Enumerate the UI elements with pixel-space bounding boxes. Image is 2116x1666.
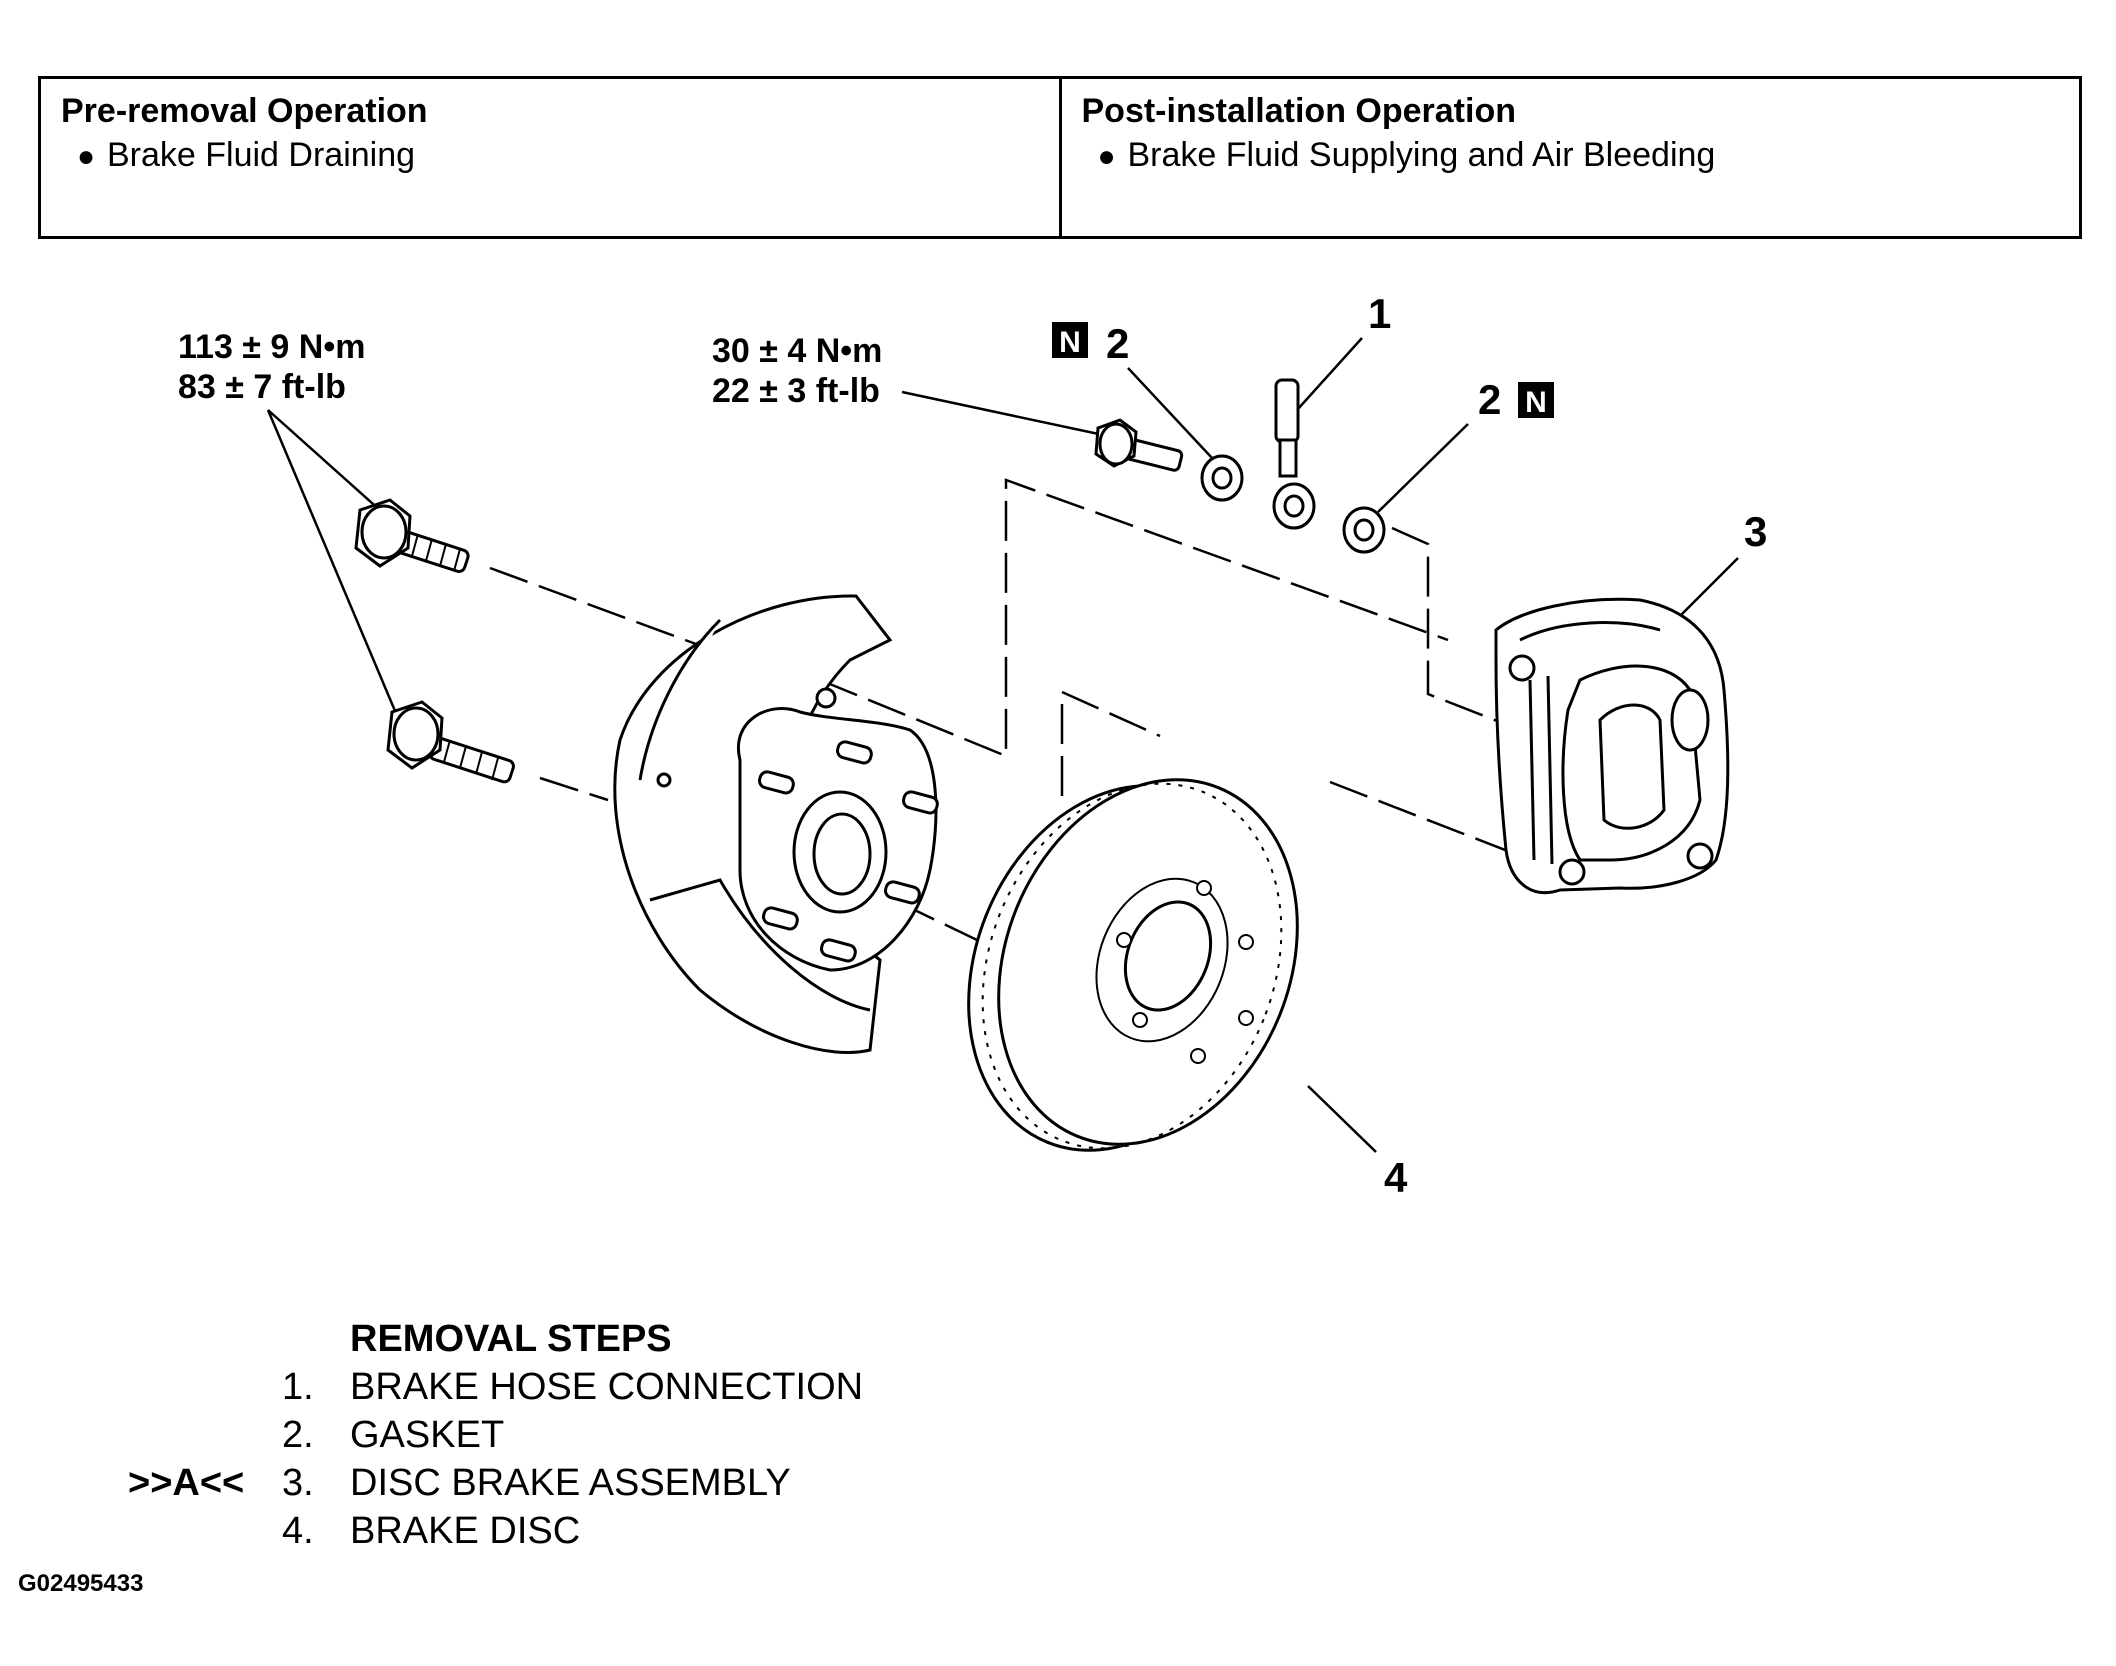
step-number: 4. (282, 1510, 314, 1552)
callout-1: 1 (1368, 290, 1391, 337)
post-installation-title: Post-installation Operation (1081, 92, 1516, 130)
brake-exploded-view: 113 ± 9 N•m 83 ± 7 ft-lb 30 ± 4 N•m 22 ±… (178, 290, 1767, 1201)
pre-removal-item: ●Brake Fluid Draining (61, 133, 1039, 179)
torque-ftlb-text: 83 ± 7 ft-lb (178, 368, 346, 406)
disc-bolt-holes (1116, 880, 1254, 1064)
removal-steps-title: REMOVAL STEPS (350, 1318, 672, 1360)
leader-lines (266, 337, 1739, 1153)
torque-nm-text: 30 ± 4 N•m (712, 332, 882, 370)
figure-id: G02495433 (18, 1570, 144, 1597)
step-number: 1. (282, 1366, 314, 1408)
disc-vent-slots (981, 782, 1283, 1150)
operations-table: Pre-removal Operation ●Brake Fluid Drain… (38, 76, 2082, 239)
step-number: 3. (282, 1462, 314, 1504)
bullet-icon: ● (1097, 140, 1116, 173)
callout-2-right: 2 (1478, 376, 1501, 423)
brake-hose (1272, 378, 1316, 530)
caliper-assembly (1494, 597, 1730, 895)
step-label: DISC BRAKE ASSEMBLY (350, 1462, 791, 1504)
svg-text:N: N (1059, 326, 1081, 359)
wheel-studs (758, 740, 939, 963)
torque-label-union-bolt: 30 ± 4 N•m 22 ± 3 ft-lb (712, 332, 882, 410)
non-reusable-mark-left: N (1052, 322, 1088, 359)
post-installation-cell: Post-installation Operation ●Brake Fluid… (1058, 79, 2080, 236)
brake-disc (967, 778, 1299, 1152)
wheel-hub (736, 707, 939, 972)
callout-2-left: 2 (1106, 320, 1129, 367)
svg-text:N: N (1525, 386, 1547, 419)
gasket-right (1342, 506, 1386, 554)
torque-nm-text: 113 ± 9 N•m (178, 328, 365, 366)
hub-bolt-upper (354, 498, 470, 573)
pre-removal-cell: Pre-removal Operation ●Brake Fluid Drain… (41, 79, 1059, 236)
step-label: BRAKE DISC (350, 1510, 581, 1552)
callout-3: 3 (1744, 508, 1767, 555)
step-reference: >>A<< (128, 1462, 245, 1504)
union-bolt (1094, 418, 1184, 472)
callout-4: 4 (1384, 1154, 1408, 1201)
step-label: GASKET (350, 1414, 505, 1456)
torque-ftlb-text: 22 ± 3 ft-lb (712, 372, 880, 410)
pre-removal-title: Pre-removal Operation (61, 92, 428, 130)
torque-label-hub-bolts: 113 ± 9 N•m 83 ± 7 ft-lb (178, 328, 365, 406)
post-installation-item: ●Brake Fluid Supplying and Air Bleeding (1082, 133, 2060, 179)
step-number: 2. (282, 1414, 314, 1456)
gasket-left (1200, 454, 1244, 502)
step-label: BRAKE HOSE CONNECTION (350, 1366, 864, 1408)
non-reusable-mark-right: N (1518, 382, 1554, 419)
hub-bolt-lower (386, 700, 515, 784)
bullet-icon: ● (77, 140, 96, 173)
